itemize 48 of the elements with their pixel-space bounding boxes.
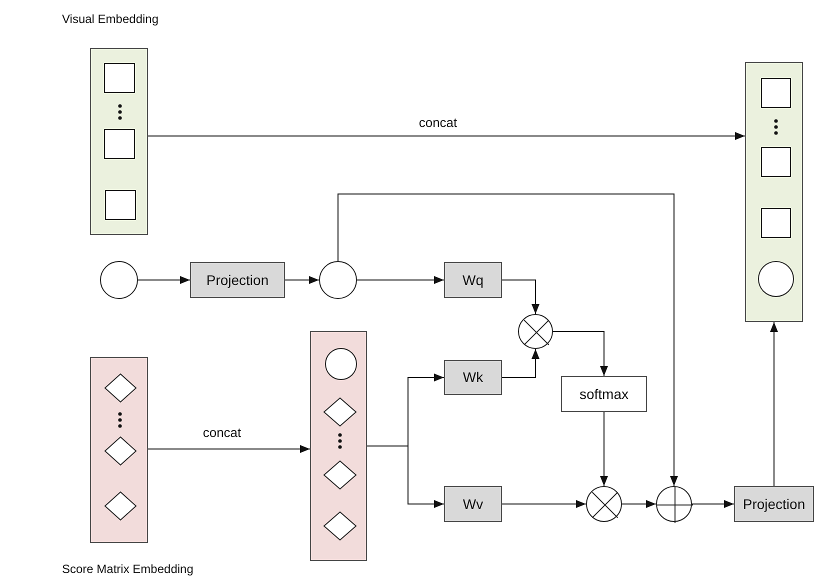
process-box — [444, 360, 502, 395]
multiply-symbol — [586, 486, 622, 522]
arrow — [366, 446, 444, 508]
square-shape — [105, 190, 136, 220]
square-shape — [761, 78, 791, 108]
arrow — [356, 276, 444, 284]
arrow — [622, 500, 656, 508]
diamond-shape — [323, 511, 357, 541]
box-label: Wk — [462, 368, 484, 387]
box-label: Wq — [462, 270, 484, 290]
arrow — [148, 132, 746, 140]
process-box — [444, 486, 502, 522]
box-label: Projection — [206, 270, 269, 290]
square-shape — [104, 129, 135, 159]
embedding-column — [745, 62, 803, 322]
diamond-shape — [323, 460, 357, 490]
arrow — [284, 276, 320, 284]
column-caption: Visual Embedding — [62, 11, 159, 28]
add-symbol — [656, 486, 692, 522]
column-caption: Score Matrix Embedding — [62, 561, 194, 578]
multiply-symbol — [518, 314, 553, 349]
square-shape — [761, 147, 791, 177]
diamond-shape — [104, 491, 137, 521]
embedding-column — [310, 331, 367, 561]
process-box — [444, 262, 502, 298]
arrow — [552, 331, 608, 376]
arrow — [148, 445, 310, 453]
arrow — [770, 322, 778, 486]
arrow — [692, 500, 734, 508]
softmax-box — [561, 376, 647, 412]
process-box — [734, 486, 814, 522]
arrow — [502, 348, 540, 378]
process-box — [190, 262, 285, 298]
arrow — [502, 280, 540, 314]
square-shape — [761, 208, 791, 238]
diamond-shape — [104, 373, 137, 403]
box-label: Wv — [462, 494, 484, 514]
diamond-shape — [323, 397, 357, 427]
box-label: softmax — [579, 384, 628, 404]
embedding-column — [90, 48, 148, 235]
square-shape — [104, 63, 135, 93]
embedding-column — [90, 357, 148, 543]
arrow — [502, 500, 586, 508]
diamond-shape — [104, 436, 137, 466]
box-label: Projection — [742, 494, 806, 514]
arrow — [600, 412, 608, 486]
arrow — [338, 194, 678, 486]
arrow — [138, 276, 190, 284]
